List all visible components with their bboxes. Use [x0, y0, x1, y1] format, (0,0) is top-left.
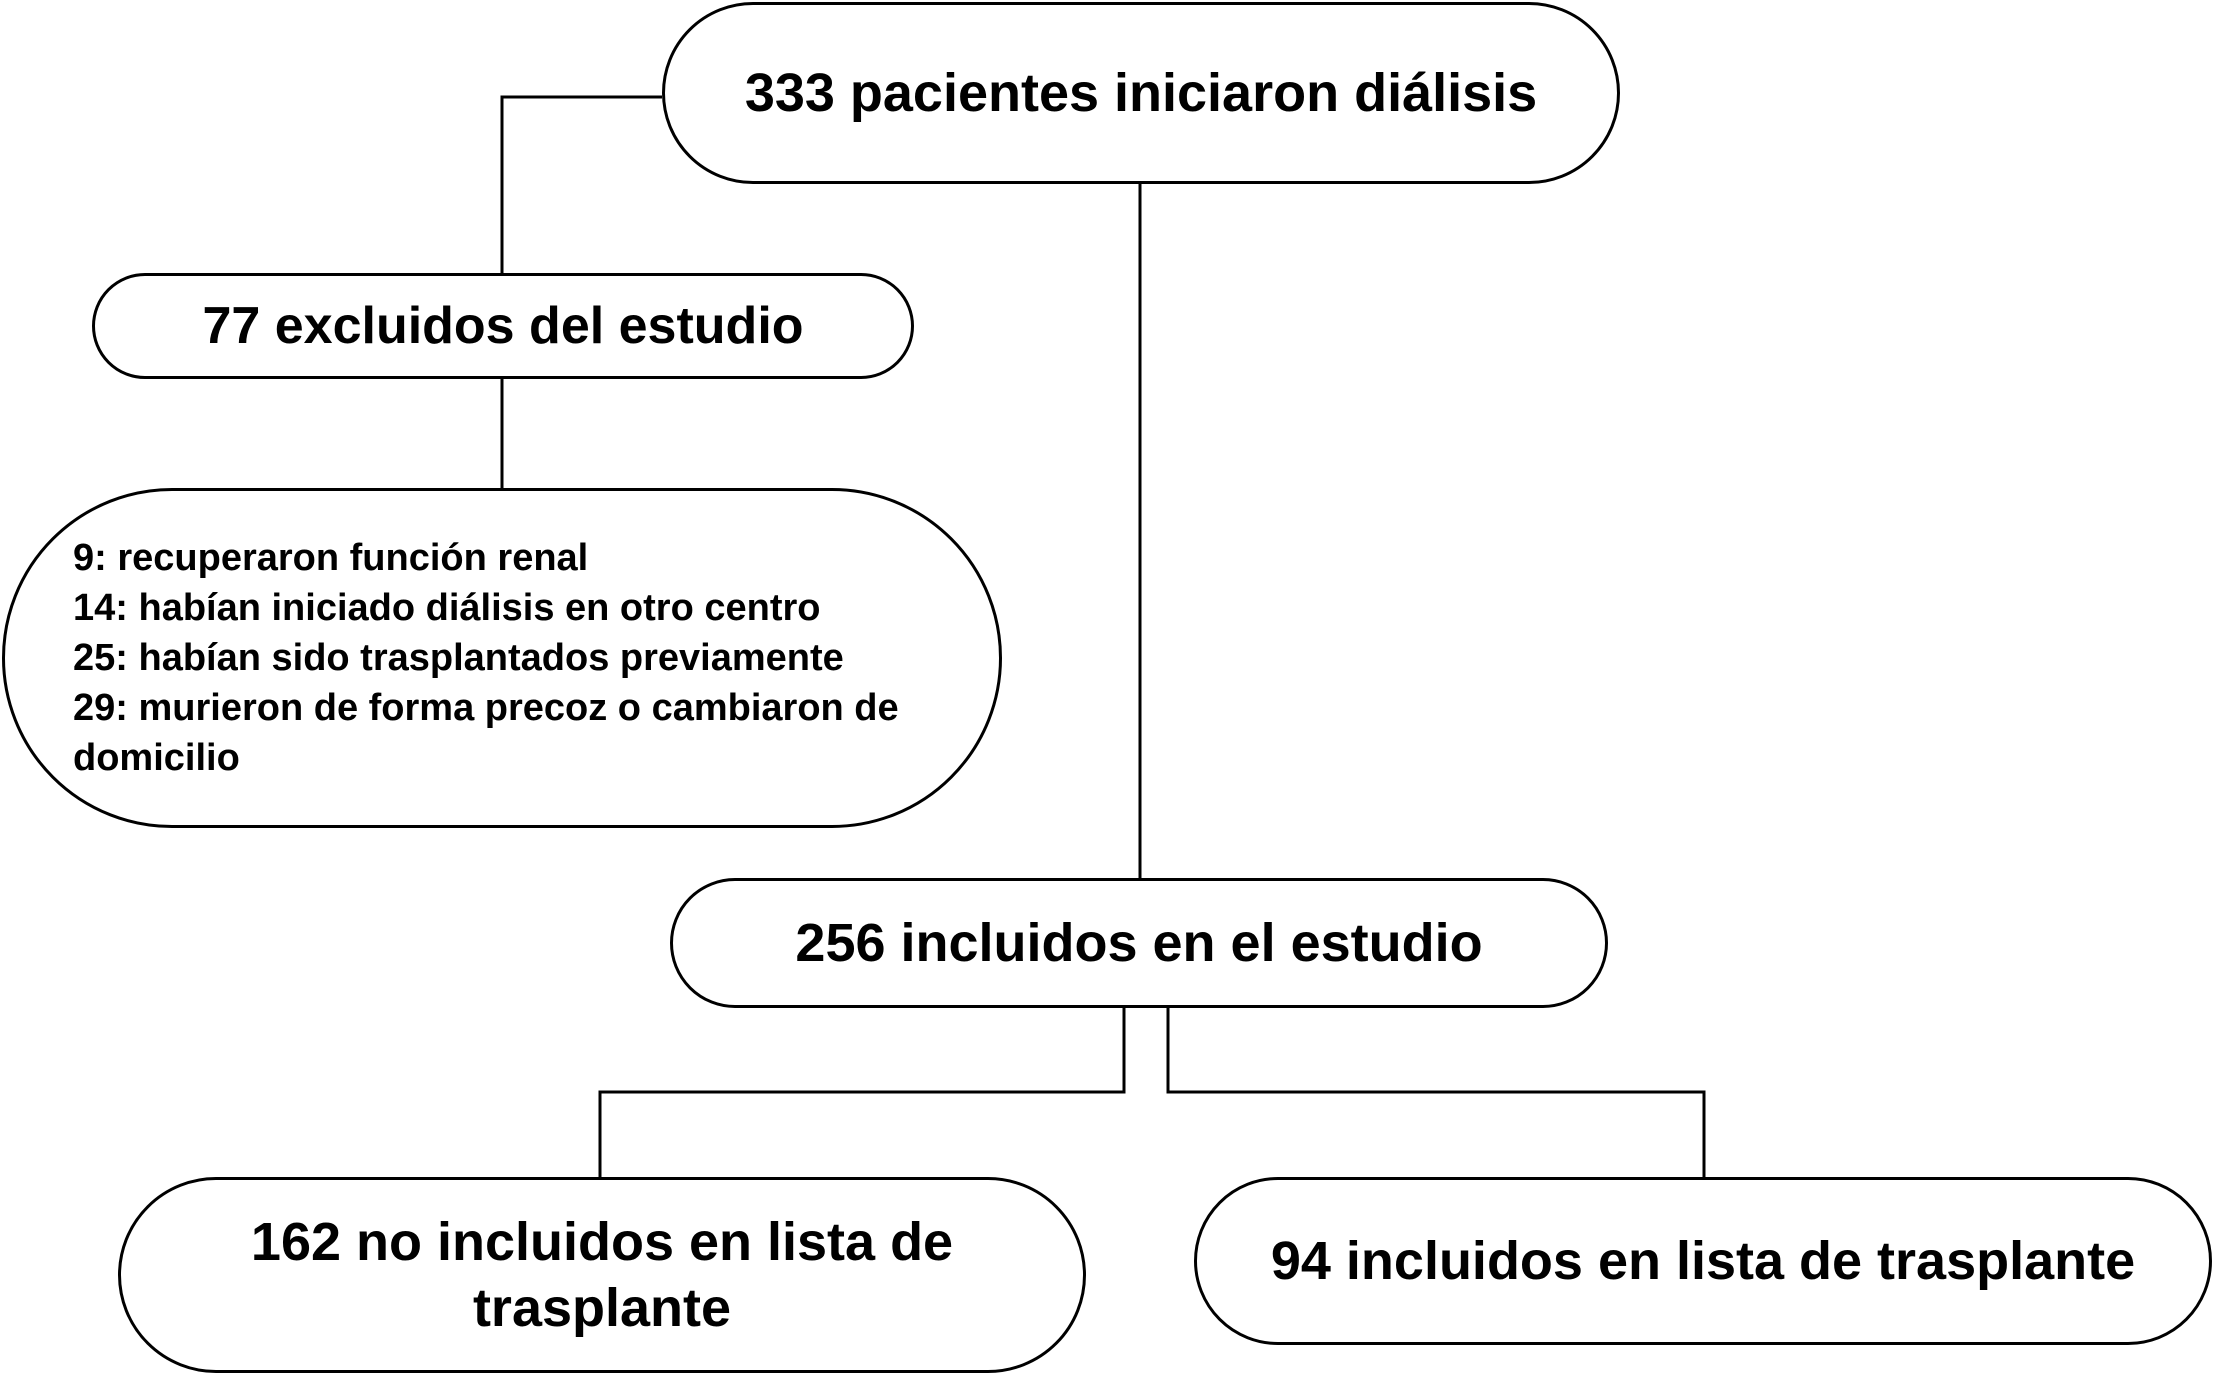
connector-included-to-listed — [1166, 1008, 1706, 1177]
node-label: 94 incluidos en lista de trasplante — [1270, 1231, 2136, 1291]
exclusion-reason-item: 29: murieron de forma precoz o cambiaron… — [73, 687, 899, 779]
node-exclusion-reasons: 9: recuperaron función renal 14: habían … — [2, 488, 1002, 828]
node-included-in-study: 256 incluidos en el estudio — [670, 878, 1608, 1008]
exclusion-reason-item: 25: habían sido trasplantados previament… — [73, 637, 844, 679]
exclusion-reason-item: 14: habían iniciado diálisis en otro cen… — [73, 587, 821, 629]
node-on-transplant-list: 94 incluidos en lista de trasplante — [1194, 1177, 2212, 1345]
exclusion-reason-list: 9: recuperaron función renal 14: habían … — [73, 533, 979, 783]
node-patients-started-dialysis: 333 pacientes iniciaron diálisis — [662, 2, 1620, 184]
connector-included-to-not-listed — [598, 1008, 1126, 1177]
node-excluded-from-study: 77 excluidos del estudio — [92, 273, 914, 379]
node-label: 77 excluidos del estudio — [202, 297, 804, 355]
exclusion-reason-item: 9: recuperaron función renal — [73, 537, 589, 579]
node-not-on-transplant-list: 162 no incluidos en lista de trasplante — [118, 1177, 1086, 1373]
connector-top-to-excluded — [500, 95, 662, 273]
node-label: 256 incluidos en el estudio — [795, 913, 1483, 973]
node-label: 333 pacientes iniciaron diálisis — [744, 63, 1538, 123]
node-label: 162 no incluidos en lista de trasplante — [250, 1212, 954, 1338]
